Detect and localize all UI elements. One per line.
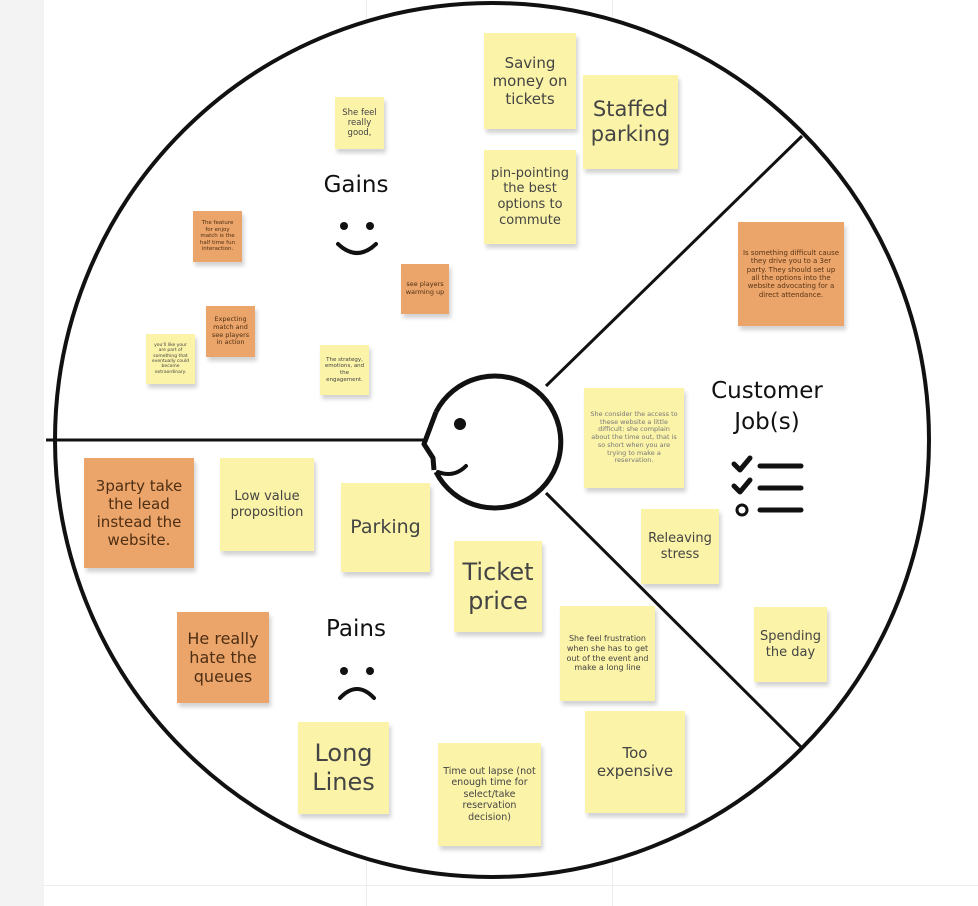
sticky-note[interactable]: pin-pointing the best options to commute <box>484 150 576 244</box>
divider-lower-right <box>544 491 804 750</box>
sticky-note[interactable]: Ticket price <box>454 541 542 632</box>
sticky-note[interactable]: He really hate the queues <box>177 612 269 703</box>
sticky-note[interactable]: She feel really good, <box>335 97 384 149</box>
sticky-note[interactable]: Parking <box>341 483 430 572</box>
sticky-note[interactable]: Releaving stress <box>641 509 719 584</box>
sticky-note[interactable]: The strategy, emotions, and the engageme… <box>320 345 369 395</box>
sticky-note[interactable]: Long Lines <box>298 722 389 814</box>
sticky-note[interactable]: 3party take the lead instead the website… <box>84 458 194 568</box>
sticky-note[interactable]: Spending the day <box>754 607 827 682</box>
grid-line <box>44 885 978 886</box>
gains-title: Gains <box>323 172 389 198</box>
customer-face-icon <box>421 373 564 511</box>
smiley-face-icon <box>336 222 378 255</box>
sticky-note[interactable]: Too expensive <box>585 711 685 813</box>
sticky-note[interactable]: Low value proposition <box>220 458 314 551</box>
sticky-note[interactable]: see players warming up <box>401 264 449 314</box>
frowning-face-icon <box>338 667 376 700</box>
customer-jobs-title: Customer Job(s) <box>711 378 823 436</box>
sticky-note[interactable]: Saving money on tickets <box>484 33 576 129</box>
sticky-note[interactable]: Time out lapse (not enough time for sele… <box>438 743 541 846</box>
sticky-note[interactable]: She consider the access to these website… <box>584 388 684 488</box>
checklist-icon <box>731 455 804 517</box>
pains-title: Pains <box>326 616 386 642</box>
divider-upper-right <box>544 134 804 388</box>
sticky-note[interactable]: She feel frustration when she has to get… <box>560 606 655 701</box>
sticky-note[interactable]: Staffed parking <box>583 75 678 169</box>
sticky-note[interactable]: Expecting match and see players in actio… <box>206 306 255 357</box>
sticky-note[interactable]: you'll like your are part of something t… <box>146 334 195 384</box>
sticky-note[interactable]: The feature for enjoy match is the half … <box>193 211 242 262</box>
sticky-note[interactable]: Is something difficult cause they drive … <box>738 222 844 326</box>
